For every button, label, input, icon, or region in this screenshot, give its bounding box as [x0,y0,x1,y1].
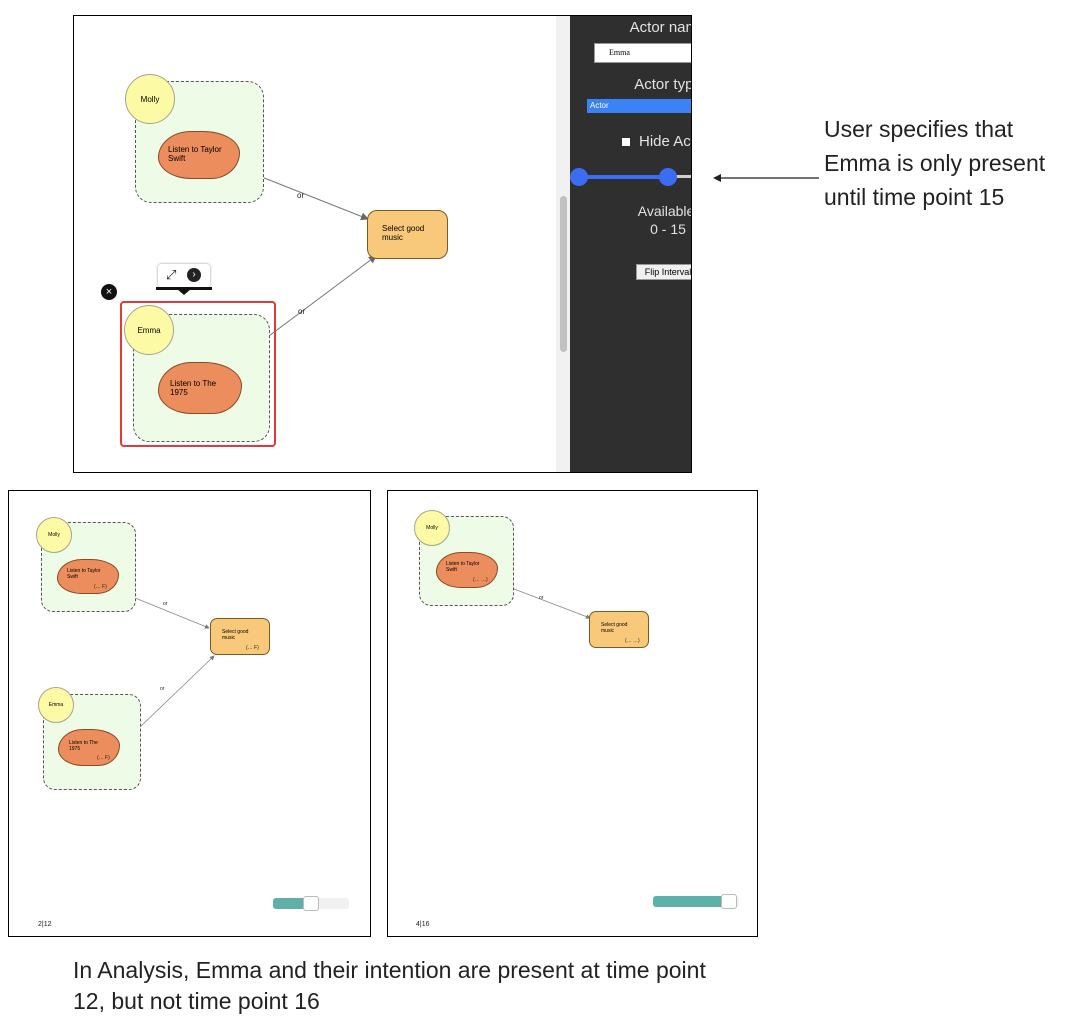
arrow-right-circle-icon[interactable]: › [187,268,201,282]
intention-label: Listen to The 1975 [170,379,217,397]
goal-label: Select good music [222,629,249,641]
actor-name-input[interactable]: Emma [594,43,691,63]
intention-listen-taylor-swift: Listen to Taylor Swift (… F) [57,559,119,594]
goal-select-good-music: Select good music (… …) [589,611,649,648]
goal-select-good-music[interactable]: Select good music [367,210,448,259]
time-point-label: (… F) [246,645,259,651]
availability-slider-track[interactable] [668,175,691,178]
actor-name: Molly [48,532,60,538]
time-point-counter: 4|16 [416,921,430,928]
available-range: 0 - 15 [650,221,686,237]
hide-actor-label: Hide Actor [639,133,691,150]
timeline-slider[interactable] [653,894,739,909]
link-label: or [539,595,544,601]
actor-molly: Molly [36,517,72,553]
availability-slider-start-handle[interactable] [570,168,588,186]
time-point-label: (… F) [94,584,107,590]
model-editor: Molly Listen to Taylor Swift Select good… [73,15,692,473]
actor-molly[interactable]: Molly [125,74,175,124]
actor-molly: Molly [414,510,450,546]
intention-listen-the-1975: Listen to The 1975 (… F) [58,729,120,766]
time-point-label: (… …) [473,577,488,583]
timeline-slider-handle[interactable] [303,896,319,911]
actor-name: Emma [48,702,64,708]
actor-type-select[interactable]: Actor ⌄ [587,99,691,113]
actor-type-value: Actor [590,101,609,110]
intention-listen-the-1975[interactable]: Listen to The 1975 [158,362,242,414]
intention-listen-taylor-swift: Listen to Taylor Swift (… …) [436,552,498,588]
timeline-slider[interactable] [273,896,349,911]
link-label: or [297,191,305,200]
intention-label: Listen to Taylor Swift [446,561,480,573]
intention-label: Listen to Taylor Swift [168,145,222,163]
timeline-progress [273,898,307,909]
actor-name: Molly [140,94,160,104]
actor-emma: Emma [38,687,74,723]
model-canvas[interactable]: Molly Listen to Taylor Swift Select good… [74,16,570,472]
hide-actor-checkbox[interactable] [622,138,630,146]
time-point-label: (… …) [625,638,640,644]
expand-icon[interactable]: ⤢ [166,267,177,282]
time-point-label: (… F) [97,755,110,761]
actor-type-label: Actor type [634,76,691,93]
intention-label: Listen to Taylor Swift [67,568,101,580]
flip-interval-button[interactable]: Flip Interval [636,264,691,280]
actor-name-label: Actor name [629,19,691,36]
goal-select-good-music: Select good music (… F) [210,618,270,655]
link-label: or [160,686,165,692]
goal-label: Select good music [601,622,628,634]
selection-box [120,301,276,447]
actor-name: Molly [426,525,438,531]
intention-listen-taylor-swift[interactable]: Listen to Taylor Swift [158,131,240,179]
availability-slider-end-handle[interactable] [659,168,677,186]
actor-emma[interactable]: Emma [124,305,174,355]
annotation-arrow [713,174,819,182]
inspector-panel: Actor name Emma Actor type Actor ⌄ Hide … [570,16,691,472]
time-point-counter: 2|12 [38,921,52,928]
timeline-progress [653,896,726,907]
actor-name: Emma [137,325,161,335]
toolbar-pointer [177,289,191,295]
timeline-slider-handle[interactable] [721,894,737,909]
intention-label: Listen to The 1975 [69,740,98,752]
analysis-panel-tp12: Molly Listen to Taylor Swift (… F) or Se… [8,490,371,937]
link-label: or [163,601,168,607]
link-label: or [298,307,306,316]
close-circle-icon[interactable]: × [101,284,117,300]
availability-slider-range [578,175,668,179]
annotation-text: User specifies that Emma is only present… [824,116,1046,210]
node-toolbar: ⤢ › [156,264,212,295]
figure-caption: In Analysis, Emma and their intention ar… [73,957,706,1014]
available-label: Available: [637,203,691,219]
canvas-scrollbar-thumb[interactable] [560,196,567,352]
analysis-panel-tp16: Molly Listen to Taylor Swift (… …) or Se… [387,490,758,937]
toolbar-base [156,287,212,290]
goal-label: Select good music [382,224,425,242]
